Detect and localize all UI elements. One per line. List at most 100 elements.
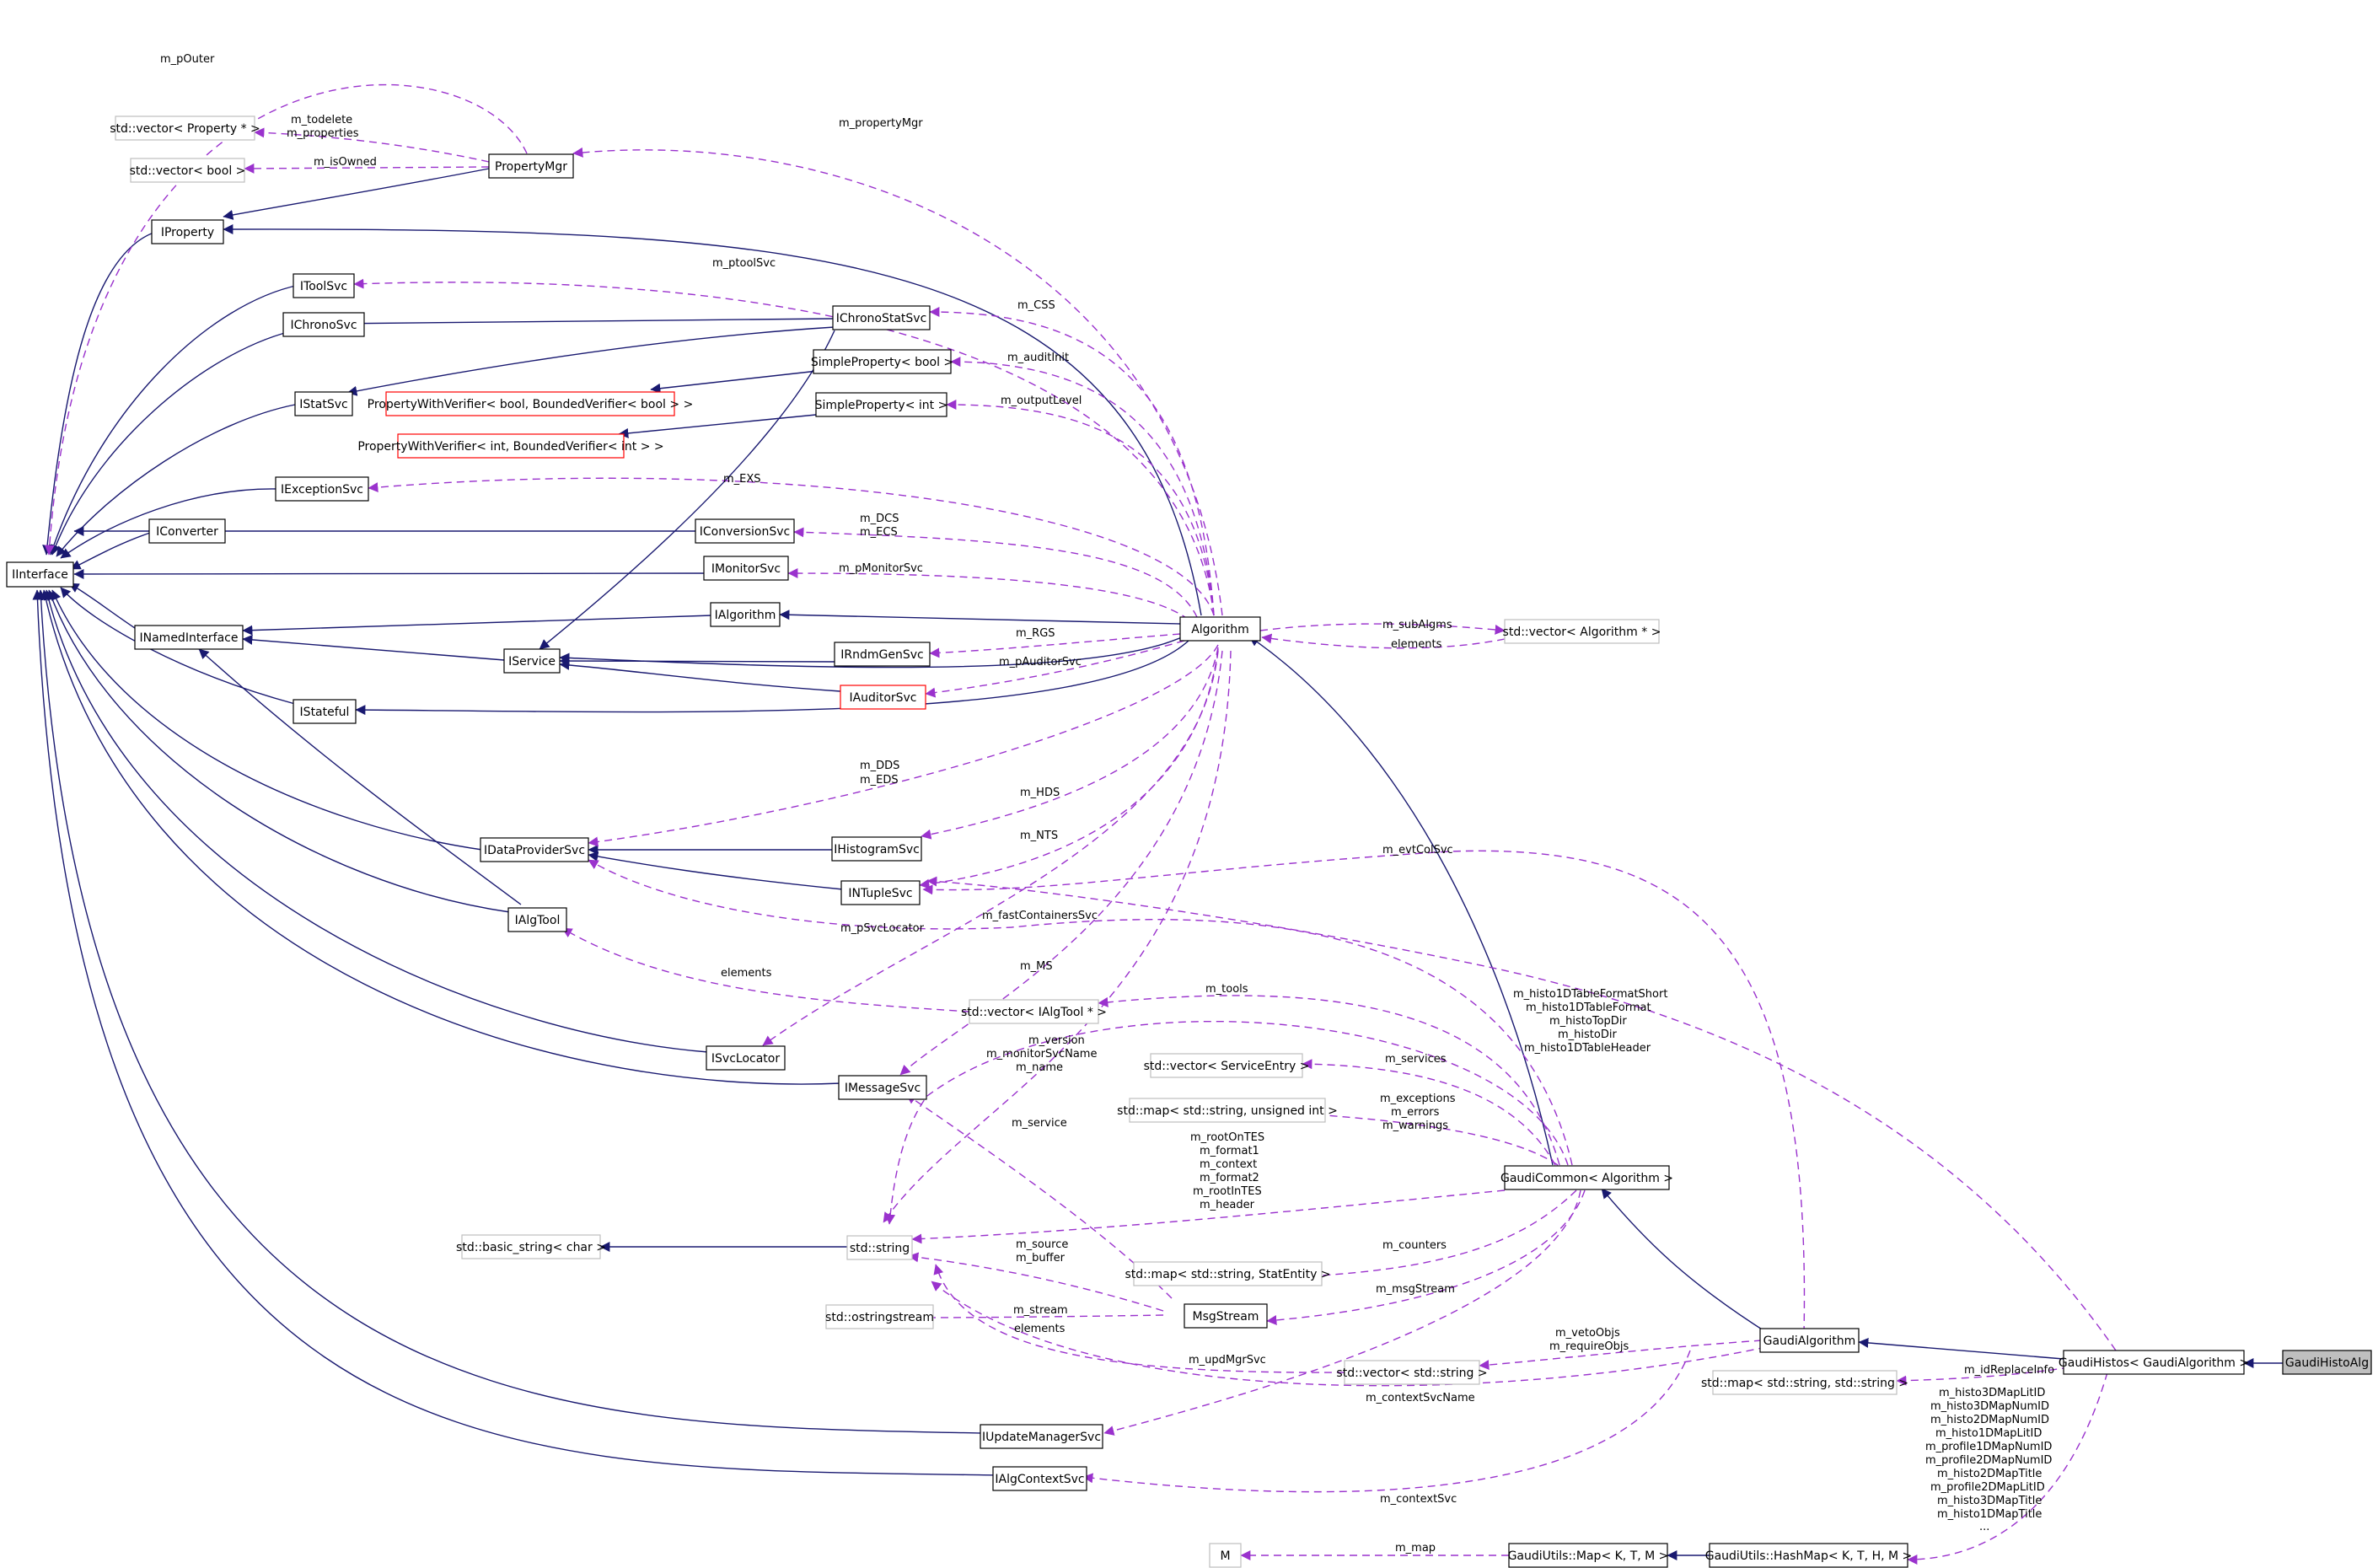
node-vec-string[interactable]: std::vector< std::string >: [1336, 1360, 1488, 1385]
node-vec-serviceentry[interactable]: std::vector< ServiceEntry >: [1144, 1053, 1310, 1078]
node-label: GaudiCommon< Algorithm >: [1500, 1172, 1673, 1185]
label-m-version: m_version: [1028, 1034, 1085, 1047]
edge-m-isowned: [244, 163, 490, 174]
label-m-requireobjs: m_requireObjs: [1549, 1340, 1629, 1353]
node-gaudicommon[interactable]: GaudiCommon< Algorithm >: [1500, 1165, 1673, 1190]
label-m-profile2dmaplitid: m_profile2DMapLitID: [1930, 1481, 2045, 1494]
label-m-profile2dmapnumid: m_profile2DMapNumID: [1925, 1454, 2052, 1467]
label-m-hds: m_HDS: [1020, 787, 1060, 799]
node-map-string-uint[interactable]: std::map< std::string, unsigned int >: [1117, 1098, 1338, 1123]
node-iproperty[interactable]: IProperty: [151, 219, 224, 244]
node-irndmgensvc[interactable]: IRndmGenSvc: [834, 642, 931, 667]
node-label: std::vector< std::string >: [1336, 1367, 1487, 1380]
edge-ialgorithm-inamedinterface: [242, 615, 713, 636]
node-label: std::map< std::string, std::string >: [1701, 1377, 1908, 1390]
node-pwv-bool[interactable]: PropertyWithVerifier< bool, BoundedVerif…: [368, 391, 694, 416]
node-istateful[interactable]: IStateful: [293, 699, 357, 724]
node-map-string-statentity[interactable]: std::map< std::string, StatEntity >: [1125, 1261, 1331, 1286]
label-m-histo1dtableformat: m_histo1DTableFormat: [1526, 1001, 1651, 1014]
node-ichronosvc[interactable]: IChronoSvc: [282, 312, 365, 337]
node-iservice[interactable]: IService: [503, 648, 561, 674]
label-m-name: m_name: [1016, 1061, 1063, 1074]
node-label: IUpdateManagerSvc: [982, 1431, 1101, 1444]
edge-m-counters: [1266, 1189, 1577, 1283]
node-inamedinterface[interactable]: INamedInterface: [134, 625, 244, 650]
node-iexceptionsvc[interactable]: IExceptionSvc: [275, 476, 369, 502]
label-m-histo1dtableformatshort: m_histo1DTableFormatShort: [1513, 988, 1667, 1001]
node-gaudihistoalg[interactable]: GaudiHistoAlg: [2282, 1350, 2372, 1375]
label-m-rootontes: m_rootOnTES: [1190, 1131, 1264, 1144]
node-imonitorsvc[interactable]: IMonitorSvc: [703, 556, 789, 581]
node-imessagesvc[interactable]: IMessageSvc: [838, 1075, 927, 1100]
node-label: IProperty: [161, 226, 214, 239]
node-gaudialgorithm[interactable]: GaudiAlgorithm: [1759, 1328, 1860, 1353]
label-m-context: m_context: [1200, 1158, 1257, 1171]
label-elements-alg: elements: [1391, 638, 1442, 651]
label-m-errors: m_errors: [1391, 1106, 1440, 1119]
node-algorithm[interactable]: Algorithm: [1179, 616, 1261, 642]
node-std-ostringstream[interactable]: std::ostringstream: [825, 1304, 934, 1329]
node-label: PropertyMgr: [495, 160, 567, 174]
node-pwv-int[interactable]: PropertyWithVerifier< int, BoundedVerifi…: [357, 433, 664, 459]
node-ichronostatsvc[interactable]: IChronoStatSvc: [832, 305, 931, 330]
node-label: std::vector< IAlgTool * >: [961, 1006, 1107, 1019]
node-iinterface[interactable]: IInterface: [6, 561, 74, 588]
edge-m-ms: [899, 650, 1223, 1076]
node-std-basic-string[interactable]: std::basic_string< char >: [456, 1234, 606, 1259]
node-label: PropertyWithVerifier< int, BoundedVerifi…: [357, 440, 663, 454]
node-msgstream[interactable]: MsgStream: [1184, 1303, 1268, 1329]
edge-m-dcs: [793, 527, 1198, 618]
edge-m-propertymgr: [572, 147, 1223, 616]
edge-algorithm-ialgorithm: [779, 609, 1181, 625]
label-m-psvclocator: m_pSvcLocator: [840, 922, 925, 935]
node-ialgorithm[interactable]: IAlgorithm: [710, 602, 781, 627]
edge-irndmgensvc-iservice: [559, 656, 835, 667]
node-propertymgr[interactable]: PropertyMgr: [488, 153, 574, 179]
edge-m-exceptions: [1285, 1108, 1559, 1166]
node-vec-bool[interactable]: std::vector< bool >: [130, 158, 246, 183]
edge-gaudihistos-gaudialgorithm: [1858, 1337, 2064, 1360]
node-ialgcontextsvc[interactable]: IAlgContextSvc: [992, 1466, 1087, 1491]
edge-gaudialgorithm-gaudicommon: [1601, 1188, 1769, 1334]
edge-m-nts: [919, 648, 1219, 889]
node-vec-algorithm[interactable]: std::vector< Algorithm * >: [1503, 619, 1661, 644]
label-m-format2: m_format2: [1200, 1172, 1259, 1184]
node-isvclocator[interactable]: ISvcLocator: [706, 1045, 786, 1071]
label-m-isowned: m_isOwned: [314, 156, 377, 169]
node-ihistogramsvc[interactable]: IHistogramSvc: [831, 836, 922, 862]
node-vec-ialgtool[interactable]: std::vector< IAlgTool * >: [961, 999, 1107, 1024]
edge-simpleprop-int-pwv: [618, 414, 817, 438]
node-gaudihistos[interactable]: GaudiHistos< GaudiAlgorithm >: [2059, 1350, 2249, 1375]
node-intuplesvc[interactable]: INTupleSvc: [840, 880, 921, 905]
label-m-dds: m_DDS: [860, 760, 899, 772]
label-m-histo3dmaptitle: m_histo3DMapTitle: [1937, 1495, 2042, 1507]
node-gaudiutils-hashmap[interactable]: GaudiUtils::HashMap< K, T, H, M >: [1705, 1543, 1913, 1568]
node-label: IStatSvc: [299, 398, 347, 411]
node-iupdatemanagersvc[interactable]: IUpdateManagerSvc: [980, 1424, 1103, 1449]
node-label: std::vector< ServiceEntry >: [1144, 1060, 1310, 1073]
label-m-eds: m_EDS: [860, 774, 899, 787]
edge-m-subalgms: [1259, 623, 1506, 635]
edge-itoolsvc-iinterface: [48, 284, 300, 556]
node-m[interactable]: M: [1209, 1543, 1242, 1568]
node-map-string-string[interactable]: std::map< std::string, std::string >: [1701, 1370, 1908, 1395]
node-std-string[interactable]: std::string: [846, 1235, 913, 1260]
node-itoolsvc[interactable]: IToolSvc: [293, 273, 355, 298]
node-iconversionsvc[interactable]: IConversionSvc: [695, 518, 795, 544]
node-simpleprop-bool[interactable]: SimpleProperty< bool >: [811, 349, 953, 374]
label-m-vetoobjs: m_vetoObjs: [1555, 1327, 1620, 1340]
label-m-pmonitorsvc: m_pMonitorSvc: [839, 562, 923, 575]
node-iconverter[interactable]: IConverter: [148, 518, 226, 544]
node-istatsvc[interactable]: IStatSvc: [294, 391, 353, 416]
node-gaudiutils-map[interactable]: GaudiUtils::Map< K, T, M >: [1508, 1543, 1669, 1568]
edge-m-css: [929, 307, 1215, 616]
node-vec-property[interactable]: std::vector< Property * >: [110, 115, 260, 141]
node-iauditorsvc[interactable]: IAuditorSvc: [840, 685, 926, 710]
node-ialgtool[interactable]: IAlgTool: [507, 907, 567, 932]
usage-edges: [44, 83, 2117, 1565]
label-m-histo2dmapnumid: m_histo2DMapNumID: [1930, 1414, 2049, 1426]
node-label: IService: [508, 655, 556, 669]
node-simpleprop-int[interactable]: SimpleProperty< int >: [815, 392, 948, 417]
label-m-todelete: m_todelete: [291, 114, 352, 126]
node-idataprovidersvc[interactable]: IDataProviderSvc: [480, 837, 589, 862]
